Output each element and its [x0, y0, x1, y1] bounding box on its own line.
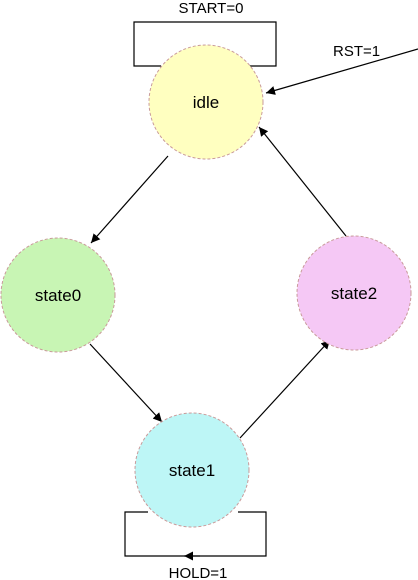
node-state1-label: state1: [169, 461, 215, 480]
idle-to-state0-edge: [90, 155, 169, 244]
start-loop-edge: [133, 21, 277, 67]
node-state0-label: state0: [35, 286, 81, 305]
node-state0-circle: [0, 237, 116, 353]
node-state2: state2: [296, 235, 412, 351]
node-state0: state0: [0, 237, 116, 353]
node-state1-circle: [134, 412, 250, 528]
node-idle-label: idle: [193, 93, 219, 112]
node-idle-circle: [148, 44, 264, 160]
state1-to-state2-edge: [239, 339, 331, 439]
reset-label: RST=1: [333, 43, 380, 60]
reset-edge: [265, 48, 418, 95]
node-state2-circle: [296, 235, 412, 351]
start-loop-label: START=0: [179, 0, 244, 17]
node-state2-label: state2: [331, 284, 377, 303]
hold-loop-label: HOLD=1: [169, 565, 228, 580]
state2-to-idle-edge: [258, 126, 347, 237]
node-idle: idle: [148, 44, 264, 160]
node-state1: state1: [134, 412, 250, 528]
state0-to-state1-edge: [89, 343, 163, 423]
